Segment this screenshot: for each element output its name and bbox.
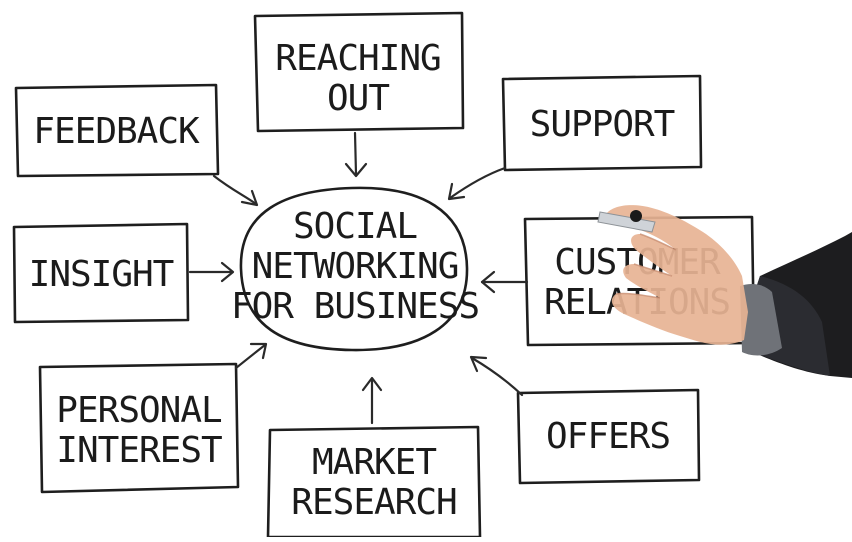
node-reaching-out: REACHING OUT <box>253 11 465 133</box>
node-offers: OFFERS <box>516 388 701 485</box>
node-market-research-line-1: MARKET <box>312 442 436 483</box>
node-market-research-line-2: RESEARCH <box>291 482 456 523</box>
node-offers-label: OFFERS <box>546 416 670 457</box>
node-feedback-label: FEEDBACK <box>33 111 200 152</box>
node-reaching-out-line-1: REACHING <box>275 38 440 79</box>
center-line-1: SOCIAL <box>293 206 417 247</box>
connector-reaching-out <box>344 131 368 178</box>
node-personal-interest: PERSONAL INTEREST <box>38 362 240 494</box>
connector-personal-interest <box>234 342 268 370</box>
node-support: SUPPORT <box>501 74 703 172</box>
connector-support <box>447 166 507 201</box>
node-market-research: MARKET RESEARCH <box>266 425 482 539</box>
center-node: SOCIAL NETWORKING FOR BUSINESS <box>231 186 480 352</box>
node-support-label: SUPPORT <box>530 104 675 145</box>
connector-offers <box>469 355 524 397</box>
center-line-3: FOR BUSINESS <box>231 286 479 327</box>
node-personal-interest-line-2: INTEREST <box>56 430 222 471</box>
node-reaching-out-line-2: OUT <box>327 78 389 119</box>
connector-feedback <box>212 174 259 207</box>
node-insight-label: INSIGHT <box>29 254 174 295</box>
connector-market-research <box>361 376 383 425</box>
node-feedback: FEEDBACK <box>14 83 220 178</box>
connector-insight <box>188 261 235 283</box>
connector-customer-relations <box>480 270 529 294</box>
node-insight: INSIGHT <box>12 222 190 324</box>
center-line-2: NETWORKING <box>252 246 459 287</box>
node-personal-interest-line-1: PERSONAL <box>56 390 222 431</box>
hand-with-marker-image <box>597 205 852 378</box>
